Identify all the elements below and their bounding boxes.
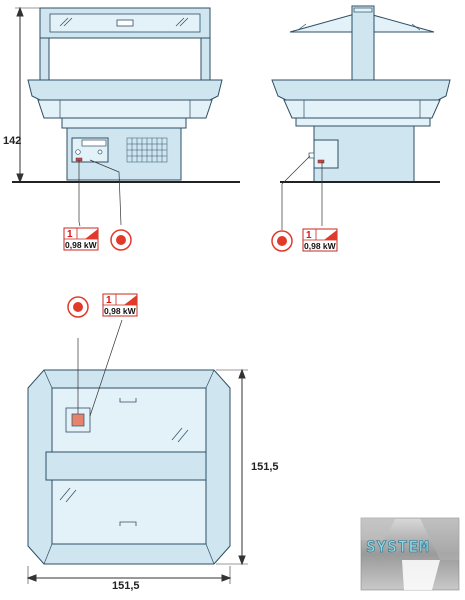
front-connection-indicator [110,229,132,251]
side-connection-indicator [271,230,293,252]
front-vent-grille [126,137,168,163]
side-column [351,5,375,81]
plan-phase-label: 1 [106,295,112,306]
phase-triangle-icon [124,295,137,305]
front-counter-top [27,79,223,101]
plan-connection-indicator [67,296,89,318]
front-counter-body [37,99,213,119]
side-panel [313,139,339,169]
side-view [271,5,451,230]
side-power-label: 1 0,98 kW [302,228,338,252]
side-counter-body [283,99,441,119]
plan-socket-icon [71,413,85,427]
plan-power-label: 1 0,98 kW [102,293,138,317]
plan-bottom-handle [119,521,137,526]
side-counter-top [271,79,451,101]
logo-text: SYSTEM [366,537,430,556]
front-switch-icon [75,149,81,155]
plan-center-bridge [45,451,207,481]
connection-dot-icon [73,302,83,312]
height-dimension-line [15,6,40,184]
height-dimension-label: 142 [3,135,21,147]
front-power-label: 1 0,98 kW [63,227,99,251]
phase-triangle-icon [85,229,98,239]
front-left-post [39,37,50,81]
plan-top-handle [119,398,137,403]
front-phase-label: 1 [67,229,73,240]
front-power-value: 0,98 kW [65,240,98,250]
connection-dot-icon [277,236,287,246]
depth-dimension-label: 151,5 [251,461,279,473]
connection-dot-icon [116,235,126,245]
system-logo: SYSTEM [360,517,460,591]
plan-dimension-lines [26,368,248,584]
side-power-value: 0,98 kW [304,241,337,251]
side-phase-label: 1 [306,230,312,241]
front-right-post [200,37,211,81]
plan-power-value: 0,98 kW [104,306,137,316]
plan-view [26,319,248,584]
phase-triangle-icon [324,230,337,240]
side-socket-icon [317,159,325,164]
width-dimension-label: 151,5 [112,580,140,592]
front-view [12,6,240,227]
